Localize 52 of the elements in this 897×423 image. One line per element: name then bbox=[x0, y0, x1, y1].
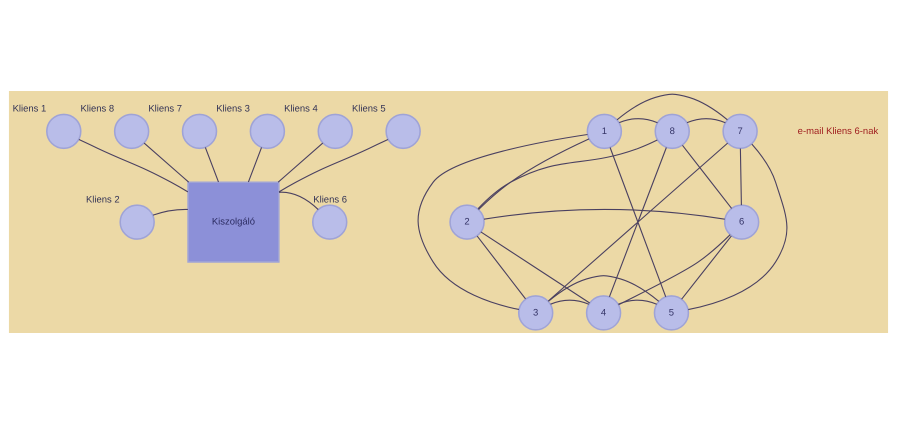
connector bbox=[248, 146, 262, 182]
connector bbox=[619, 118, 658, 123]
node-circle bbox=[114, 113, 150, 149]
node-circle bbox=[318, 113, 354, 149]
node-label: Kliens 2 bbox=[86, 194, 120, 205]
node-circle: 3 bbox=[518, 294, 554, 330]
node-label: Kliens 6 bbox=[313, 194, 347, 205]
node-circle: 1 bbox=[586, 113, 622, 149]
connector bbox=[688, 143, 788, 310]
connector bbox=[616, 93, 728, 120]
connector bbox=[204, 146, 220, 182]
node-box: Kiszolgáló bbox=[187, 180, 280, 262]
connector bbox=[144, 142, 190, 182]
connector bbox=[686, 118, 726, 123]
connector bbox=[278, 142, 324, 182]
node-label: Kliens 1 bbox=[12, 103, 46, 114]
node-circle bbox=[119, 204, 155, 240]
connector bbox=[550, 299, 590, 304]
connector bbox=[278, 138, 388, 192]
node-circle: 7 bbox=[722, 113, 758, 149]
connector bbox=[476, 235, 526, 299]
node-circle: 2 bbox=[449, 204, 485, 240]
connector bbox=[480, 231, 590, 303]
connector bbox=[548, 142, 728, 301]
node-label: Kliens 7 bbox=[148, 103, 182, 114]
connector bbox=[548, 274, 660, 302]
connector bbox=[478, 138, 590, 210]
connector bbox=[740, 148, 742, 205]
node-circle bbox=[385, 113, 421, 149]
connector bbox=[152, 208, 188, 216]
node-label: Kliens 8 bbox=[80, 103, 114, 114]
connector bbox=[418, 133, 588, 310]
node-circle: 6 bbox=[724, 204, 760, 240]
node-label: Kliens 3 bbox=[216, 103, 250, 114]
connector bbox=[278, 191, 319, 210]
node-circle: 8 bbox=[654, 113, 690, 149]
node-label: Kliens 4 bbox=[284, 103, 318, 114]
connector bbox=[484, 208, 725, 220]
node-circle bbox=[182, 113, 218, 149]
connector bbox=[681, 235, 732, 300]
connector bbox=[682, 144, 732, 208]
connector bbox=[618, 299, 657, 304]
node-label: Kliens 5 bbox=[352, 103, 386, 114]
node-circle bbox=[312, 204, 348, 240]
node-circle bbox=[46, 113, 82, 149]
node-circle: 4 bbox=[586, 294, 622, 330]
node-circle bbox=[250, 113, 286, 149]
connector bbox=[618, 234, 731, 305]
connector bbox=[78, 138, 188, 192]
node-circle: 5 bbox=[654, 294, 690, 330]
label: e-mail Kliens 6-nak bbox=[798, 125, 878, 136]
connector bbox=[478, 139, 658, 209]
